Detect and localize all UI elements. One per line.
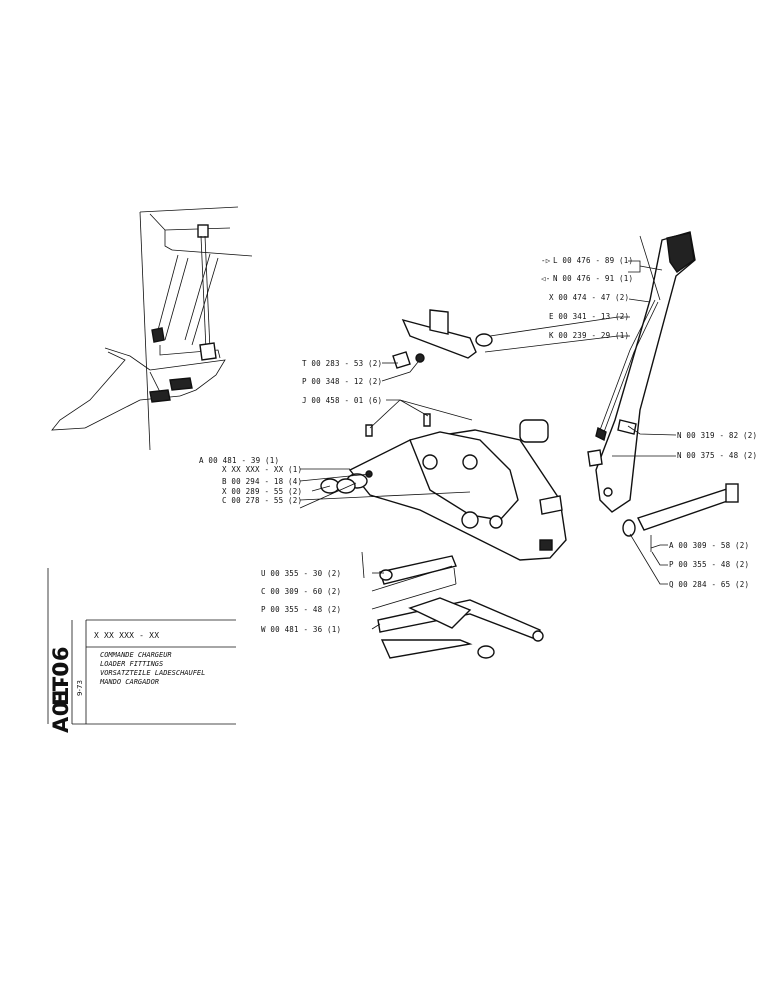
callouts-left: T 00 283 - 53 (2) P 00 348 - 12 (2) J 00…: [199, 359, 382, 634]
title-spanish: MANDO CARGADOR: [99, 678, 159, 686]
document-date: 9-73: [76, 680, 84, 696]
callout-label: N 00 319 - 82 (2): [677, 431, 757, 440]
callout-label: A 00 309 - 58 (2): [669, 541, 749, 550]
callout-label: A 00 481 - 39 (1): [199, 456, 279, 465]
callout-label: K 00 239 - 29 (1): [549, 331, 629, 340]
callout-arrow-icon: -▷: [541, 256, 551, 265]
callout-label: X 00 474 - 47 (2): [549, 293, 629, 302]
callout-label: N 00 476 - 91 (1): [553, 274, 633, 283]
callout-label: P 00 355 - 48 (2): [261, 605, 341, 614]
callout-label: X XX XXX - XX (1): [222, 465, 302, 474]
title-english: LOADER FITTINGS: [100, 660, 163, 668]
title-french: COMMANDE CHARGEUR: [100, 651, 172, 659]
callout-arrow-icon: ◁-: [541, 274, 550, 283]
document-code-left: ET06: [49, 646, 73, 706]
title-block: ET06 A01-0 9-73 X XX XXX - XX COMMANDE C…: [47, 568, 236, 733]
callout-label: C 00 278 - 55 (2): [222, 496, 302, 505]
callout-label: C 00 309 - 60 (2): [261, 587, 341, 596]
callout-label: Q 00 284 - 65 (2): [669, 580, 749, 589]
callout-label: X 00 289 - 55 (2): [222, 487, 302, 496]
loader-arm: [587, 231, 696, 513]
callout-label: B 00 294 - 18 (4): [222, 477, 302, 486]
callout-label: P 00 348 - 12 (2): [302, 377, 382, 386]
callout-label: W 00 481 - 36 (1): [261, 625, 341, 634]
document-code-right: A01-0: [49, 662, 73, 733]
callout-label: P 00 355 - 48 (2): [669, 560, 749, 569]
pins-and-link: [361, 483, 739, 659]
top-bracket: [392, 309, 493, 369]
reference-code: X XX XXX - XX: [94, 631, 159, 640]
main-frame: [320, 413, 567, 561]
callouts-right: -▷ ◁- L 00 476 - 89 (1) N 00 476 - 91 (1…: [541, 256, 757, 589]
callout-label: T 00 283 - 53 (2): [302, 359, 382, 368]
callout-label: U 00 355 - 30 (2): [261, 569, 341, 578]
callout-label: J 00 458 - 01 (6): [302, 396, 382, 405]
callout-label: L 00 476 - 89 (1): [553, 256, 633, 265]
callout-label: E 00 341 - 13 (2): [549, 312, 629, 321]
title-german: VORSATZTEILE LADESCHAUFEL: [100, 669, 205, 677]
callout-label: N 00 375 - 48 (2): [677, 451, 757, 460]
loader-overview-inset: [51, 206, 253, 451]
leader-lines: [299, 260, 677, 630]
